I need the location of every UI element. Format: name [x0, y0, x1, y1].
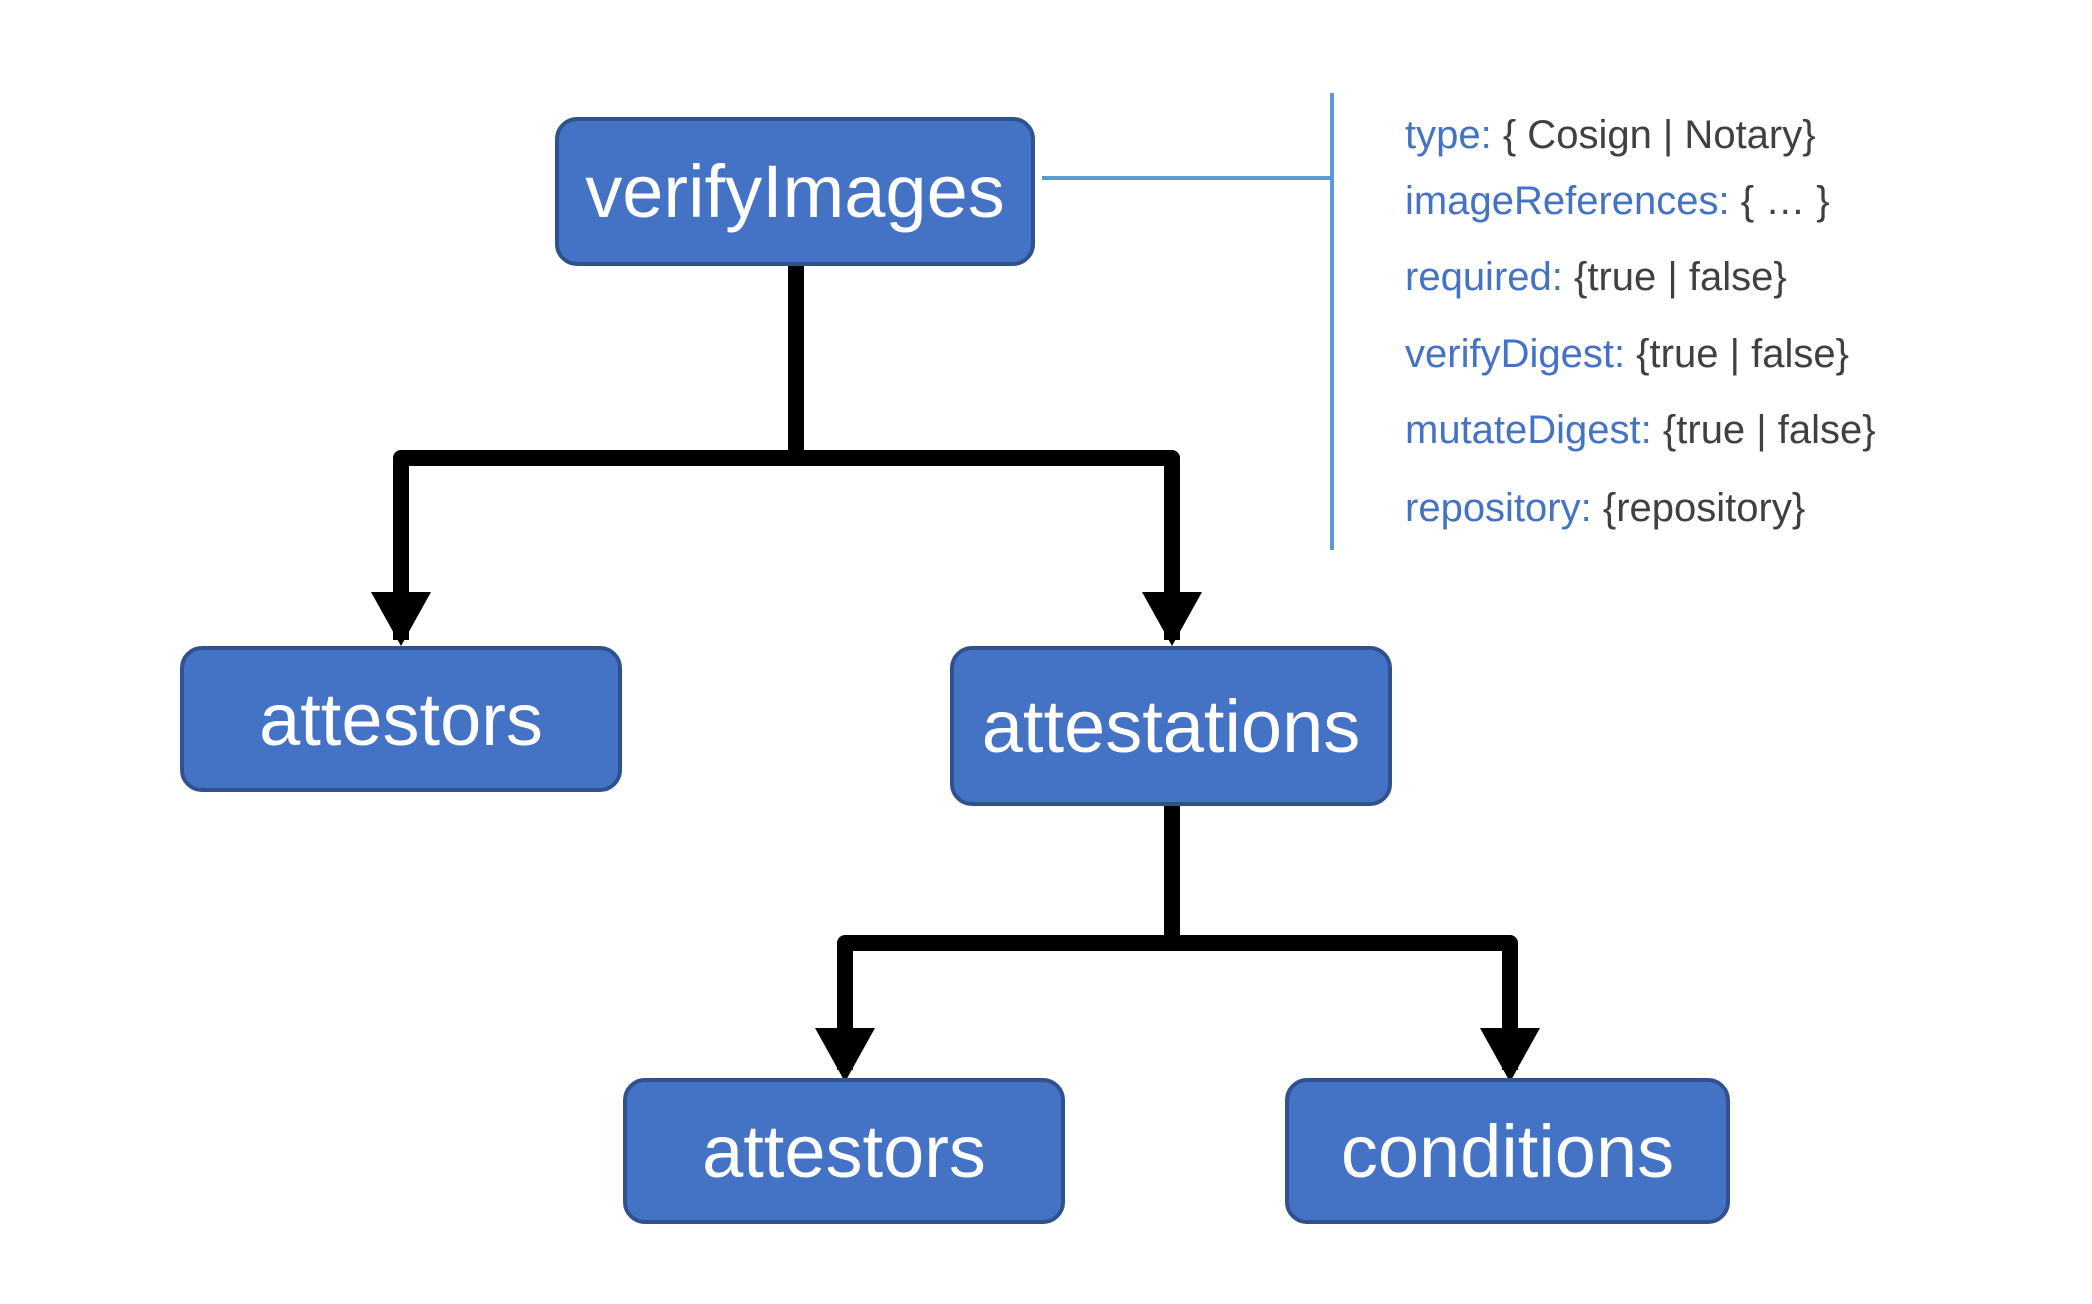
attestors-node-top: attestors: [180, 646, 622, 792]
property-value: { … }: [1729, 179, 1830, 223]
conditions-node: conditions: [1285, 1078, 1730, 1224]
attestors-node-bottom: attestors: [623, 1078, 1065, 1224]
connector-attestations: [837, 805, 1518, 1070]
arrow-to-attestations: [1142, 592, 1202, 646]
property-verify-digest: verifyDigest: {true | false}: [1405, 332, 1849, 377]
attestations-node: attestations: [950, 646, 1392, 806]
property-mutate-digest: mutateDigest: {true | false}: [1405, 408, 1876, 453]
connector-root: [393, 265, 1180, 640]
property-value: {true | false}: [1651, 408, 1876, 452]
verify-images-node: verifyImages: [555, 117, 1035, 266]
arrow-to-attestors-top: [371, 592, 431, 646]
property-value: {true | false}: [1562, 255, 1787, 299]
property-value: { Cosign | Notary}: [1491, 113, 1816, 157]
property-value: {repository}: [1591, 486, 1806, 530]
property-key: repository:: [1405, 486, 1592, 530]
property-key: imageReferences:: [1405, 179, 1730, 223]
property-key: mutateDigest:: [1405, 408, 1652, 452]
property-key: required:: [1405, 255, 1563, 299]
property-type: type: { Cosign | Notary}: [1405, 113, 1816, 158]
property-key: verifyDigest:: [1405, 332, 1626, 376]
properties-bracket: [1042, 93, 1334, 550]
property-value: {true | false}: [1625, 332, 1849, 376]
property-required: required: {true | false}: [1405, 255, 1787, 300]
property-key: type:: [1405, 113, 1492, 157]
property-repository: repository: {repository}: [1405, 486, 1805, 531]
arrow-to-conditions: [1480, 1028, 1540, 1082]
property-image-references: imageReferences: { … }: [1405, 179, 1830, 224]
arrow-to-attestors-bottom: [815, 1028, 875, 1082]
